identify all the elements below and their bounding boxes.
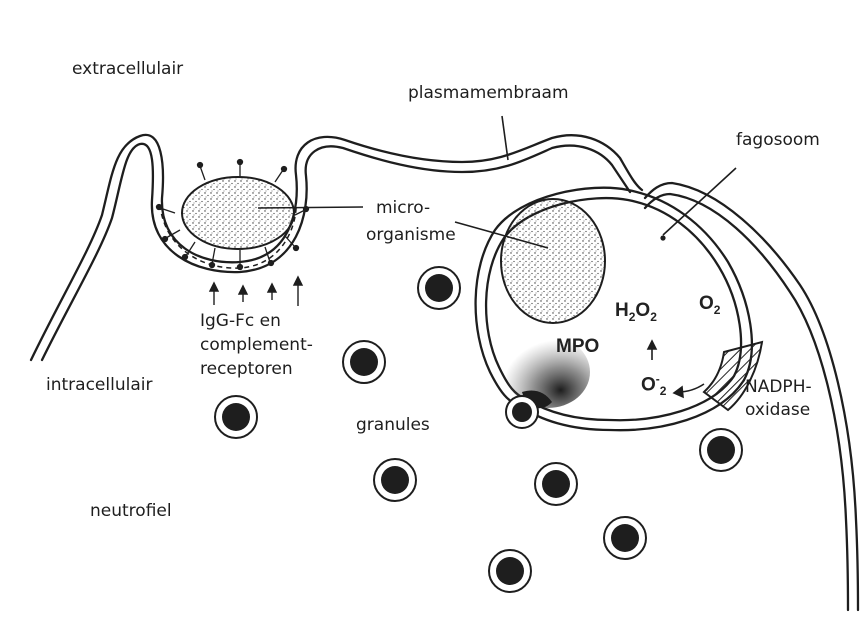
superoxide-sub: 2 xyxy=(660,384,667,398)
ingested-microorganism xyxy=(501,199,605,323)
granule xyxy=(343,341,385,383)
granule xyxy=(700,429,742,471)
label-receptors-line2: complement- xyxy=(200,334,313,356)
label-microorganism-line2: organisme xyxy=(366,224,456,246)
label-nadph-line2: oxidase xyxy=(745,399,810,421)
label-h2o2: H2O2 xyxy=(615,300,657,328)
granule xyxy=(418,267,460,309)
granule xyxy=(374,459,416,501)
h2o2-h: H xyxy=(615,300,629,321)
label-phagosome: fagosoom xyxy=(736,129,820,151)
label-microorganism-line1: micro- xyxy=(376,197,430,219)
granule xyxy=(215,396,257,438)
engulfing-pocket xyxy=(157,160,309,307)
receptor-arrows xyxy=(210,277,302,306)
granules xyxy=(215,267,742,592)
label-mpo: MPO xyxy=(556,336,599,358)
h2o2-o: O xyxy=(635,300,650,321)
superoxide-o: O xyxy=(641,374,656,395)
label-receptors-line1: IgG-Fc en xyxy=(200,310,281,332)
granule xyxy=(604,517,646,559)
o2-sub: 2 xyxy=(714,303,721,317)
label-o2: O2 xyxy=(699,293,720,321)
label-neutrophil: neutrofiel xyxy=(90,500,172,522)
granule xyxy=(489,550,531,592)
fusing-granule xyxy=(506,396,538,428)
label-plasma-membrane: plasmamembraam xyxy=(408,82,569,104)
label-extracellular: extracellulair xyxy=(72,58,183,80)
granule xyxy=(535,463,577,505)
label-superoxide: O-2 xyxy=(641,368,666,402)
label-granules: granules xyxy=(356,414,430,436)
label-receptors-line3: receptoren xyxy=(200,358,293,380)
label-nadph-line1: NADPH- xyxy=(745,376,812,398)
h2o2-sub-2: 2 xyxy=(650,310,657,324)
o2-o: O xyxy=(699,293,714,314)
label-intracellular: intracellulair xyxy=(46,374,152,396)
